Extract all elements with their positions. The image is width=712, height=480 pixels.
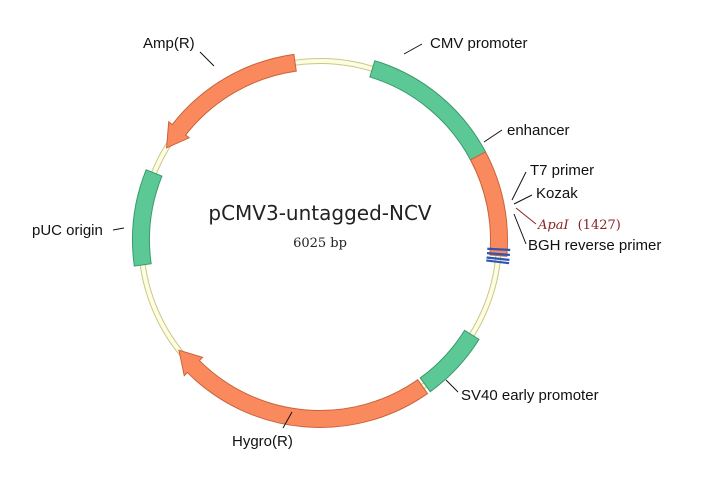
label-sv40-early-promoter: SV40 early promoter — [461, 387, 599, 404]
label-t7-primer: T7 primer — [530, 162, 594, 179]
label-amp-r: Amp(R) — [143, 35, 195, 52]
leader-bgh-reverse-primer — [513, 213, 527, 245]
label-puc-origin: pUC origin — [32, 222, 103, 239]
label-enhancer: enhancer — [507, 122, 570, 139]
label-cmv-promoter: CMV promoter — [430, 35, 528, 52]
leader-restriction-site — [515, 207, 537, 225]
leader-cmv-promoter — [403, 43, 423, 55]
feature-cmv-promoter — [369, 60, 487, 161]
marker-bgh-reverse-primer — [486, 259, 510, 265]
feature-hygro-r — [178, 349, 429, 428]
feature-puc-origin — [132, 169, 163, 267]
restriction-site-position: (1427) — [578, 218, 621, 233]
feature-arcs — [132, 53, 508, 428]
leader-kozak — [513, 194, 533, 205]
feature-sv40-early-promoter — [419, 329, 480, 393]
marker-kozak — [486, 252, 510, 257]
primer-markers — [486, 247, 511, 265]
plasmid-name: pCMV3-untagged-NCV — [208, 201, 432, 225]
leader-hygro-r — [282, 411, 293, 429]
leader-amp-r — [199, 51, 215, 67]
label-kozak: Kozak — [536, 185, 578, 202]
leader-puc-origin — [112, 227, 125, 231]
marker-t7-primer — [487, 247, 511, 252]
label-leader-lines — [112, 43, 537, 429]
label-bgh-reverse-primer: BGH reverse primer — [528, 237, 661, 254]
feature-amp-r — [165, 53, 297, 149]
restriction-site-name: ApaI — [537, 218, 569, 233]
restriction-site-label: ApaI (1427) — [537, 216, 621, 233]
marker-restriction-site — [486, 256, 510, 262]
label-hygro-r: Hygro(R) — [232, 433, 293, 450]
leader-sv40-early-promoter — [445, 379, 459, 393]
leader-enhancer — [483, 129, 503, 143]
feature-enhancer — [469, 151, 508, 257]
plasmid-size: 6025 bp — [293, 236, 347, 251]
leader-t7-primer — [511, 171, 527, 201]
